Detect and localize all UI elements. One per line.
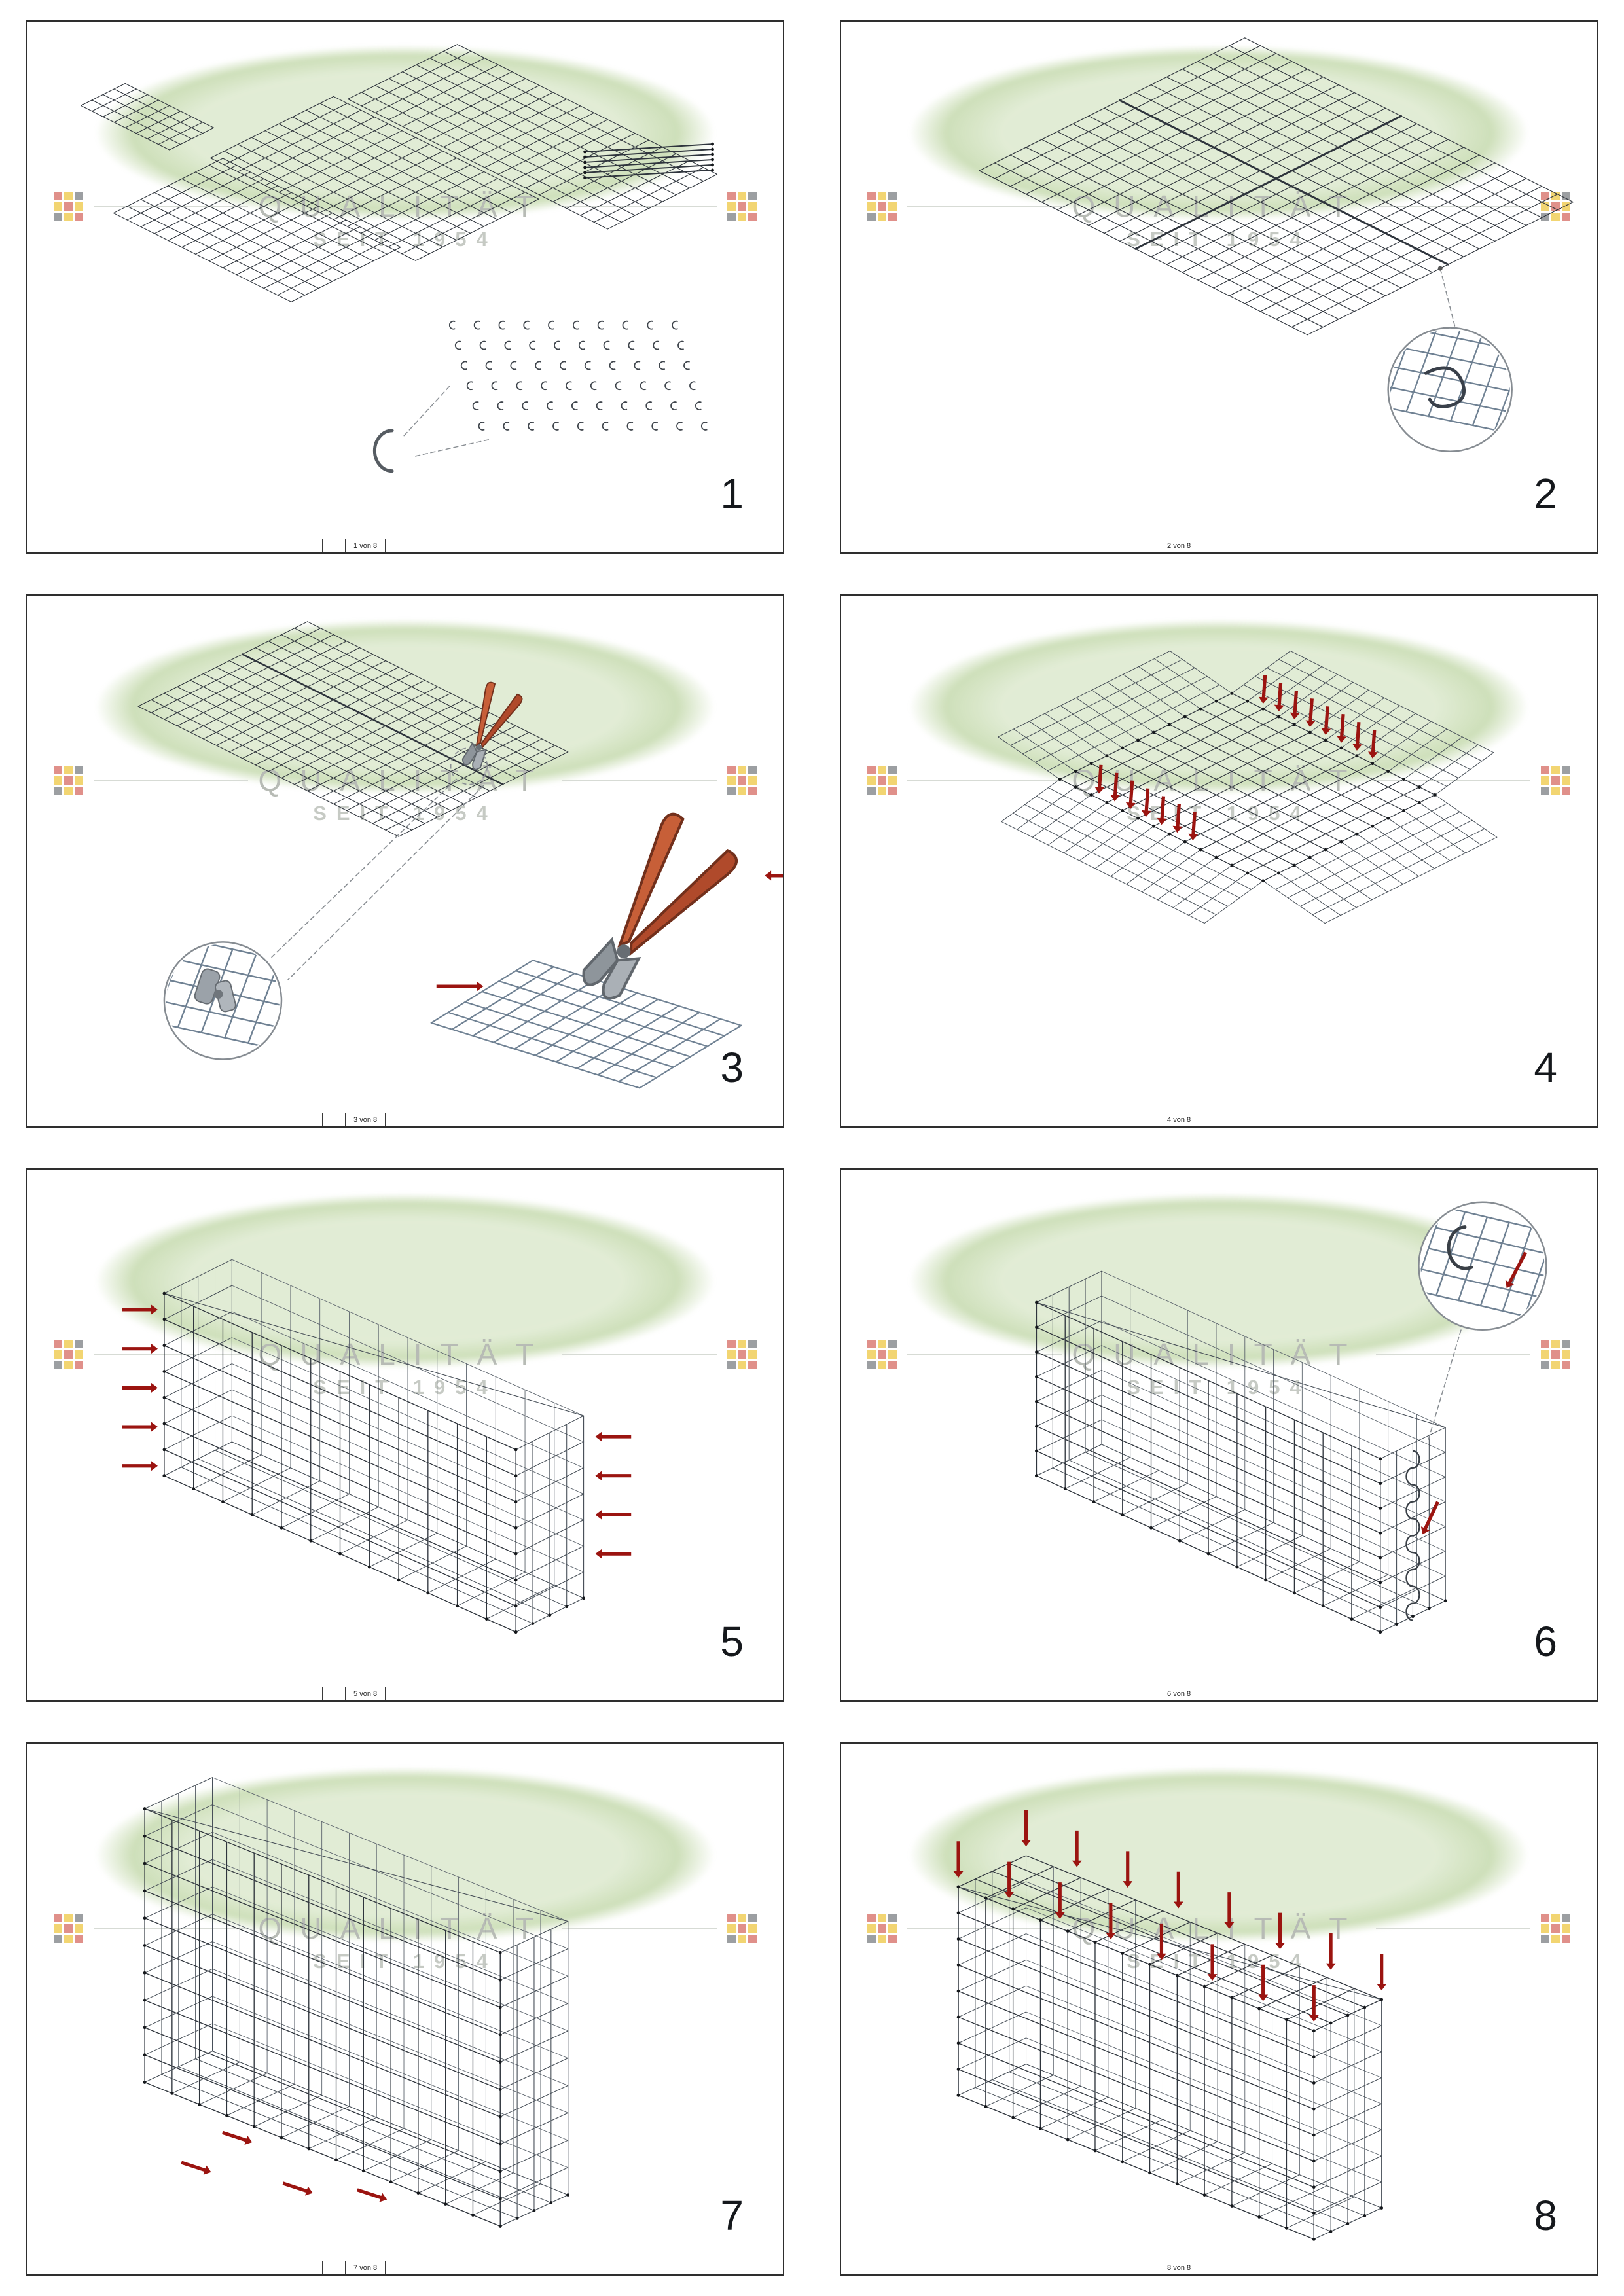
brand-flag-icon (867, 1339, 897, 1369)
watermark-subtitle: SEIT 1954 (313, 801, 497, 825)
illustration-step-2 (979, 37, 1574, 453)
watermark-ellipse (909, 619, 1529, 795)
title-block-cell (1136, 2261, 1160, 2274)
watermark-ellipse (95, 45, 715, 221)
step-number: 6 (1534, 1618, 1557, 1665)
watermark-rule (562, 779, 717, 782)
watermark-rule (562, 205, 717, 208)
watermark-rule (94, 779, 248, 782)
step-panel-2: QUALITÄT SEIT 1954 2 2 von 8 (840, 20, 1598, 554)
title-block-cell (1136, 539, 1160, 552)
watermark-title: QUALITÄT (1072, 1911, 1366, 1946)
brand-flag-icon (1540, 1913, 1570, 1943)
step-panel-5: QUALITÄT SEIT 1954 5 5 von 8 (26, 1168, 784, 1702)
watermark-title: QUALITÄT (258, 189, 552, 224)
step-panel-7: QUALITÄT SEIT 1954 7 7 von 8 (26, 1742, 784, 2276)
page-indicator: 7 von 8 (353, 2264, 378, 2272)
title-block-cell (323, 1687, 346, 1700)
page-indicator: 1 von 8 (353, 542, 378, 550)
watermark-rule (907, 1353, 1062, 1356)
brand-flag-icon (54, 191, 84, 221)
illustration-step-8 (953, 1810, 1387, 2241)
brand-flag-icon (727, 765, 757, 795)
title-block-cell (323, 1113, 346, 1126)
watermark-ellipse (95, 619, 715, 795)
watermark-rule (562, 1927, 717, 1930)
brand-flag-icon (54, 1913, 84, 1943)
title-block: 4 von 8 (1136, 1113, 1200, 1126)
brand-flag-icon (867, 1913, 897, 1943)
page-indicator: 5 von 8 (353, 1690, 378, 1698)
title-block-cell (323, 539, 346, 552)
step-number: 2 (1534, 470, 1557, 517)
title-block-cell (323, 2261, 346, 2274)
watermark-ellipse (909, 1767, 1529, 1943)
watermark-ellipse (95, 1193, 715, 1369)
step-number: 5 (720, 1618, 744, 1665)
watermark: QUALITÄT SEIT 1954 (27, 1170, 783, 1700)
illustration-step-7 (143, 1777, 570, 2228)
watermark-rule (1376, 205, 1530, 208)
step-number: 3 (720, 1044, 744, 1091)
illustration-step-5 (122, 1259, 632, 1634)
step-number: 7 (720, 2192, 744, 2239)
watermark-rule (562, 1353, 717, 1356)
brand-flag-icon (867, 191, 897, 221)
page-indicator: 8 von 8 (1167, 2264, 1191, 2272)
page-indicator: 6 von 8 (1167, 1690, 1191, 1698)
watermark: QUALITÄT SEIT 1954 (841, 596, 1597, 1126)
watermark-rule (1376, 1927, 1530, 1930)
title-block: 2 von 8 (1136, 539, 1200, 552)
title-block-cell (1136, 1687, 1160, 1700)
step-number: 8 (1534, 2192, 1557, 2239)
brand-flag-icon (727, 191, 757, 221)
brand-flag-icon (54, 1339, 84, 1369)
title-block: 8 von 8 (1136, 2261, 1200, 2274)
step-panel-8: QUALITÄT SEIT 1954 8 8 von 8 (840, 1742, 1598, 2276)
step-number: 4 (1534, 1044, 1557, 1091)
brand-flag-icon (727, 1913, 757, 1943)
watermark: QUALITÄT SEIT 1954 (27, 596, 783, 1126)
brand-flag-icon (1540, 191, 1570, 221)
watermark-rule (1376, 779, 1530, 782)
brand-flag-icon (727, 1339, 757, 1369)
illustration-step-4 (998, 651, 1498, 924)
title-block: 6 von 8 (1136, 1687, 1200, 1700)
step-panel-1: QUALITÄT SEIT 1954 1 1 von 8 (26, 20, 784, 554)
brand-flag-icon (1540, 765, 1570, 795)
step-number: 1 (720, 470, 744, 517)
watermark-title: QUALITÄT (1072, 1337, 1366, 1372)
brand-flag-icon (1540, 1339, 1570, 1369)
watermark: QUALITÄT SEIT 1954 (841, 1744, 1597, 2274)
watermark-title: QUALITÄT (258, 1337, 552, 1372)
illustration-step-6 (1035, 1201, 1547, 1634)
title-block: 5 von 8 (322, 1687, 386, 1700)
title-block: 3 von 8 (322, 1113, 386, 1126)
step-panel-6: QUALITÄT SEIT 1954 6 6 von 8 (840, 1168, 1598, 1702)
watermark: QUALITÄT SEIT 1954 (27, 22, 783, 552)
brand-flag-icon (54, 765, 84, 795)
watermark-rule (907, 1927, 1062, 1930)
title-block: 1 von 8 (322, 539, 386, 552)
step-panel-3: QUALITÄT SEIT 1954 3 3 von 8 (26, 594, 784, 1128)
step-panel-4: QUALITÄT SEIT 1954 4 4 von 8 (840, 594, 1598, 1128)
watermark-rule (94, 1353, 248, 1356)
page-indicator: 4 von 8 (1167, 1116, 1191, 1124)
watermark-rule (907, 779, 1062, 782)
watermark-subtitle: SEIT 1954 (1127, 801, 1311, 825)
watermark-rule (907, 205, 1062, 208)
title-block-cell (1136, 1113, 1160, 1126)
watermark-rule (94, 205, 248, 208)
brand-flag-icon (867, 765, 897, 795)
page-indicator: 3 von 8 (353, 1116, 378, 1124)
illustration-step-3 (137, 621, 783, 1089)
watermark-ellipse (95, 1767, 715, 1943)
illustration-step-1 (81, 44, 718, 473)
title-block: 7 von 8 (322, 2261, 386, 2274)
page-indicator: 2 von 8 (1167, 542, 1191, 550)
